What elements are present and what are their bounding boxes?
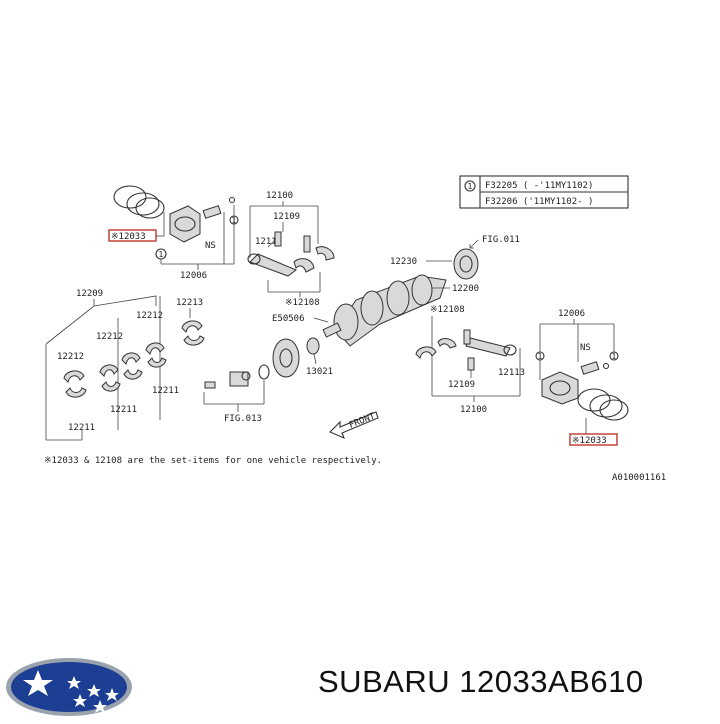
part-highlight-bottom (569, 433, 618, 446)
circle-marker-text-bottom-2: 1 (612, 352, 617, 361)
set-items-note: ※12033 & 12108 are the set-items for one… (44, 456, 382, 466)
legend-row-1: F32205 ( -'11MY1102) (485, 181, 593, 191)
crankshaft (322, 274, 447, 347)
piston-rings-top (113, 185, 165, 219)
piston-rings-bottom (577, 388, 629, 421)
label-fig013: FIG.013 (224, 414, 262, 424)
label-ns-bottom: NS (580, 343, 591, 353)
label-12100-bottom: 12100 (460, 405, 487, 415)
legend-row-2: F32206 ('11MY1102- ) (485, 197, 593, 207)
label-12109-top: 12109 (273, 212, 300, 222)
label-12211-a: 12211 (152, 386, 179, 396)
label-12006-top: 12006 (180, 271, 207, 281)
diagram-code: A010001161 (612, 473, 666, 483)
label-12212-c: 12212 (57, 352, 84, 362)
main-bearings (63, 320, 205, 398)
conrod-bottom (415, 329, 517, 371)
label-13021: 13021 (306, 367, 333, 377)
logo-oval (11, 662, 127, 712)
label-12212-b: 12212 (136, 311, 163, 321)
label-ns-top: NS (205, 241, 216, 251)
bolt-washer (204, 371, 251, 389)
label-12033-bottom: ※12033 (572, 436, 607, 446)
label-12230: 12230 (390, 257, 417, 267)
label-12213: 12213 (176, 298, 203, 308)
circle-marker-text-top-2: 1 (232, 216, 237, 225)
label-12100-top: 12100 (266, 191, 293, 201)
label-12212-a: 12212 (96, 332, 123, 342)
label-12200: 12200 (452, 284, 479, 294)
label-12108-top: ※12108 (285, 298, 320, 308)
label-12109-bottom: 12109 (448, 380, 475, 390)
subaru-logo (6, 658, 132, 716)
version-legend: 1 F32205 ( -'11MY1102) F32206 ('11MY1102… (459, 175, 629, 209)
circle-marker-text-top: 1 (159, 250, 164, 259)
label-12113-top: 12113 (255, 237, 282, 247)
label-12211-b: 12211 (110, 405, 137, 415)
label-front: FRONT (348, 411, 377, 431)
crank-sprocket (453, 248, 479, 280)
part-highlight-top (108, 229, 157, 242)
piston-bottom (541, 361, 610, 405)
label-12211-c: 12211 (68, 423, 95, 433)
part-number-caption: SUBARU 12033AB610 (318, 664, 644, 699)
crank-pulley (258, 337, 320, 380)
front-arrow (329, 411, 379, 440)
label-e50506: E50506 (272, 314, 305, 324)
legend-marker: 1 (468, 182, 473, 191)
circle-marker-text-bottom: 1 (538, 352, 543, 361)
label-12108-bottom: ※12108 (430, 305, 465, 315)
label-12033-top: ※12033 (111, 232, 146, 242)
logo-big-star (23, 670, 53, 696)
label-12113-bottom: 12113 (498, 368, 525, 378)
piston-top (169, 196, 236, 243)
label-fig011: FIG.011 (482, 235, 520, 245)
label-12209: 12209 (76, 289, 103, 299)
label-12006-bottom: 12006 (558, 309, 585, 319)
conrod-top (247, 231, 335, 277)
